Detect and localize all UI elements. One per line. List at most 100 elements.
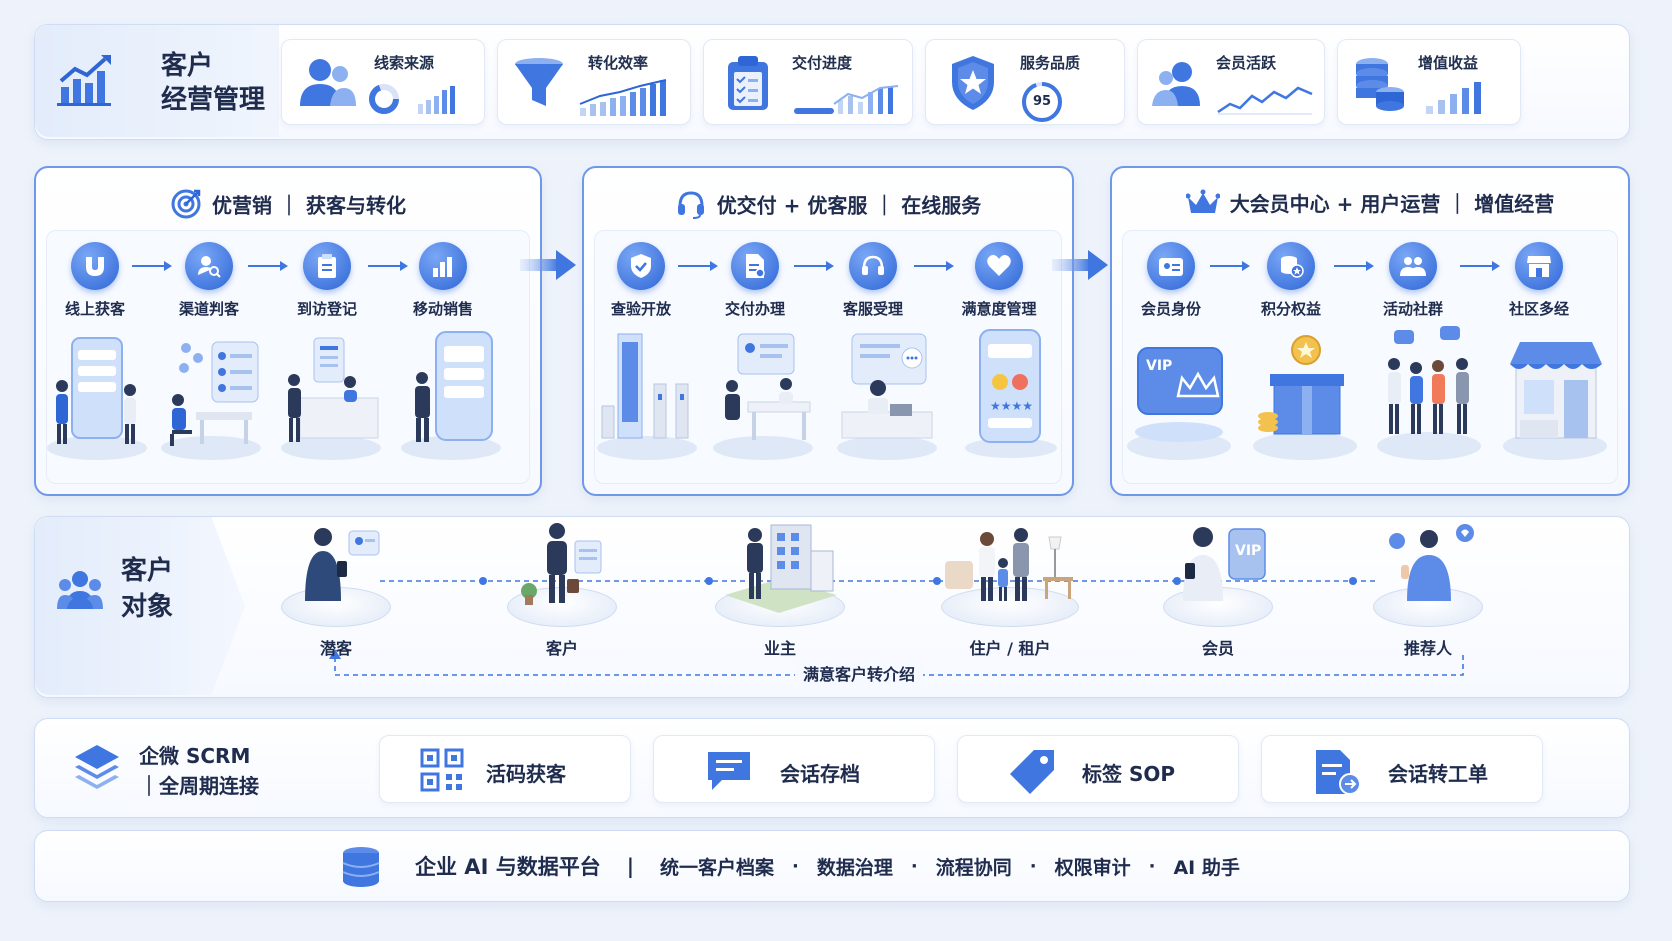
dot-separator: · xyxy=(910,855,918,877)
customer-title-box: 客户 对象 xyxy=(35,517,245,695)
step-mobile-sales[interactable]: 移动销售 xyxy=(388,242,498,319)
title-line-2: 经营管理 xyxy=(161,85,266,115)
kpi-card-service-quality[interactable]: 服务品质 95 xyxy=(925,39,1125,125)
qr-code-icon xyxy=(420,748,464,792)
step-customer-service[interactable]: 客服受理 xyxy=(818,242,928,319)
stage-arrow-icon xyxy=(1052,250,1108,280)
header-title-box: 客户 经营管理 xyxy=(35,25,279,137)
target-icon xyxy=(171,189,201,219)
step-community-activities[interactable]: 活动社群 xyxy=(1358,242,1468,319)
service-score: 95 xyxy=(1032,94,1052,109)
vip-card-illustration: VIP xyxy=(1127,347,1231,460)
points-gift-illustration xyxy=(1253,335,1357,460)
kpi-card-conversion[interactable]: 转化效率 xyxy=(497,39,691,125)
customer-person-illustration xyxy=(521,523,602,605)
arrow-right-icon xyxy=(1460,261,1500,271)
feature-live-code[interactable]: 活码获客 xyxy=(379,735,631,803)
scrm-panel: 企微 SCRM ｜全周期连接 活码获客 会话存档 标签 SOP 会话转工单 xyxy=(34,718,1630,818)
object-label: 业主 xyxy=(763,639,796,658)
feature-chat-archive[interactable]: 会话存档 xyxy=(653,735,935,803)
step-label: 会员身份 xyxy=(1140,300,1201,318)
arrow-right-icon xyxy=(794,261,834,271)
headset-icon xyxy=(862,255,884,275)
step-delivery-process[interactable]: 交付办理 xyxy=(700,242,810,319)
svg-text:VIP: VIP xyxy=(1146,358,1172,374)
title-line-1: 客户 xyxy=(121,556,174,586)
stage-title: 大会员中心 + 用户运营 ｜ 增值经营 xyxy=(1112,188,1628,217)
stage-title: 优交付 + 优客服 ｜ 在线服务 xyxy=(584,188,1072,220)
arrow-right-icon xyxy=(1210,261,1250,271)
feature-tag-sop[interactable]: 标签 SOP xyxy=(957,735,1239,803)
platform-panel: 企业 AI 与数据平台 | 统一客户档案 · 数据治理 · 流程协同 · 权限审… xyxy=(34,830,1630,902)
step-online-acquisition[interactable]: 线上获客 xyxy=(40,242,150,319)
platform-row: 企业 AI 与数据平台 | 统一客户档案 · 数据治理 · 流程协同 · 权限审… xyxy=(415,851,1240,881)
svg-text:★★★★: ★★★★ xyxy=(990,399,1033,413)
feature-label: 会话存档 xyxy=(780,762,860,786)
step-label: 移动销售 xyxy=(412,300,473,318)
stage-title: 优营销 ｜ 获客与转化 xyxy=(36,188,540,220)
clipboard-icon xyxy=(318,254,336,278)
tag-icon xyxy=(1010,750,1054,794)
referral-label: 满意客户转介绍 xyxy=(795,661,924,685)
chat-icon xyxy=(708,752,750,790)
kpi-label: 线索来源 xyxy=(374,54,435,72)
users-icon xyxy=(1152,62,1200,106)
heart-icon xyxy=(987,255,1011,276)
platform-item: 权限审计 xyxy=(1054,856,1131,879)
title-line-1: 企微 SCRM xyxy=(139,744,251,768)
step-community-business[interactable]: 社区多经 xyxy=(1484,242,1594,319)
step-label: 查验开放 xyxy=(610,300,671,318)
stage-panel-membership: 大会员中心 + 用户运营 ｜ 增值经营 会员身份 积分权益 活动社群 社区多经 … xyxy=(1110,166,1630,496)
kpi-label: 交付进度 xyxy=(792,54,853,72)
shield-check-icon xyxy=(631,254,651,278)
kpi-card-value-added[interactable]: 增值收益 xyxy=(1337,39,1521,125)
feature-label: 活码获客 xyxy=(486,762,566,786)
visit-register-illustration xyxy=(281,337,381,460)
group-icon xyxy=(1400,257,1426,276)
dot-separator: · xyxy=(1029,855,1037,877)
feature-label: 标签 SOP xyxy=(1082,762,1176,786)
dot-separator: · xyxy=(1148,855,1156,877)
step-inspection[interactable]: 查验开放 xyxy=(586,242,696,319)
user-search-icon xyxy=(198,256,221,278)
page-title: 客户 经营管理 xyxy=(161,49,281,117)
step-label: 渠道判客 xyxy=(178,300,239,318)
satisfaction-phone-illustration: ★★★★ xyxy=(965,329,1057,458)
platform-item: 数据治理 xyxy=(816,856,893,879)
feature-chat-to-ticket[interactable]: 会话转工单 xyxy=(1261,735,1543,803)
kpi-label: 转化效率 xyxy=(588,54,649,72)
object-label: 住户 / 租户 xyxy=(969,639,1051,658)
donut-chart-icon xyxy=(369,84,455,114)
referrer-person-illustration xyxy=(1389,524,1474,601)
step-label: 积分权益 xyxy=(1260,300,1321,318)
object-label: 会员 xyxy=(1201,639,1234,658)
mobile-sales-illustration xyxy=(401,331,501,460)
funnel-icon xyxy=(515,58,563,106)
title-line-2: 对象 xyxy=(121,592,174,622)
step-member-identity[interactable]: 会员身份 xyxy=(1116,242,1226,319)
platform-item: 统一客户档案 xyxy=(660,856,775,879)
step-visit-register[interactable]: 到访登记 xyxy=(272,242,382,319)
step-channel-judge[interactable]: 渠道判客 xyxy=(154,242,264,319)
kpi-card-delivery[interactable]: 交付进度 xyxy=(703,39,913,125)
arrow-right-icon xyxy=(132,261,172,271)
kpi-card-lead-source[interactable]: 线索来源 xyxy=(281,39,485,125)
document-icon xyxy=(746,254,765,278)
arrow-right-icon xyxy=(368,261,408,271)
step-label: 到访登记 xyxy=(296,300,357,318)
arrow-right-icon xyxy=(678,261,718,271)
stage-panel-marketing: 优营销 ｜ 获客与转化 线上获客 渠道判客 到访登记 移动销售 xyxy=(34,166,542,496)
shield-star-icon xyxy=(952,56,994,110)
delivery-desk-illustration xyxy=(713,333,813,460)
inspection-gate-illustration xyxy=(597,333,697,460)
owner-building-illustration xyxy=(725,524,837,613)
svg-text:VIP: VIP xyxy=(1235,543,1261,559)
channel-judge-illustration xyxy=(161,341,261,460)
step-satisfaction[interactable]: 满意度管理 xyxy=(944,242,1054,319)
prospect-person-illustration xyxy=(305,528,380,601)
arrow-right-icon xyxy=(914,261,954,271)
kpi-card-member-activity[interactable]: 会员活跃 xyxy=(1137,39,1325,125)
stage-title-text: 优营销 ｜ 获客与转化 xyxy=(212,193,406,218)
score-gauge xyxy=(1022,82,1062,122)
step-points-benefits[interactable]: 积分权益 xyxy=(1236,242,1346,319)
